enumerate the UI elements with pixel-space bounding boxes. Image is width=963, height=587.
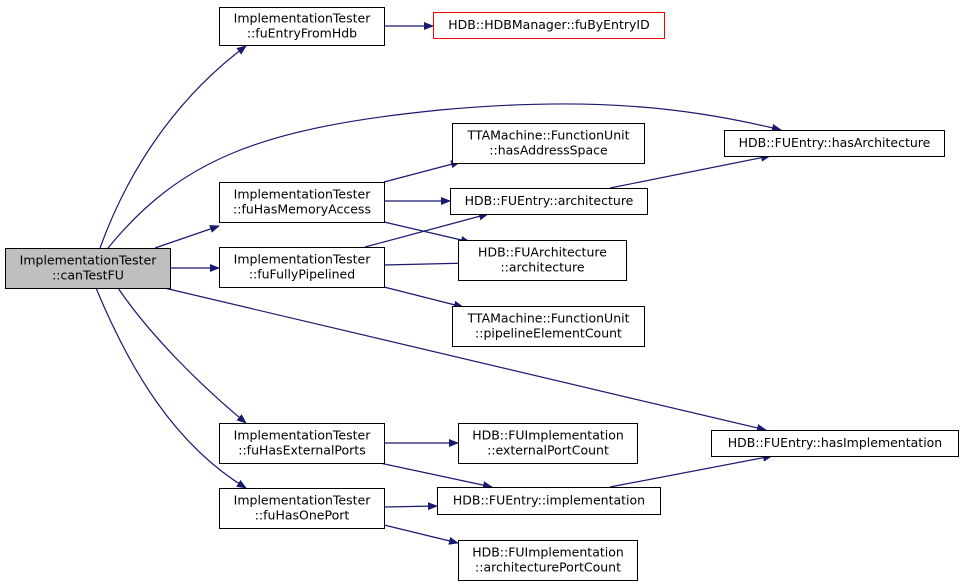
node-box xyxy=(452,306,645,347)
edge-fuHasOnePort-to-implementation xyxy=(383,502,438,511)
node-label-line: ::fuHasOnePort xyxy=(255,508,350,523)
edge-canTestFU-to-hasArchitecture xyxy=(107,103,782,249)
node-externalPortCount[interactable]: HDB::FUImplementation::externalPortCount xyxy=(458,423,638,464)
node-box xyxy=(219,423,385,464)
node-fuHasOnePort[interactable]: ImplementationTester::fuHasOnePort xyxy=(219,488,385,529)
edge-fuHasOnePort-to-architecturePortCount xyxy=(383,524,459,545)
edge-canTestFU-to-fuHasExternalPorts xyxy=(117,287,247,424)
node-label-line: ::hasAddressSpace xyxy=(489,143,608,158)
node-label-line: HDB::FUEntry::hasImplementation xyxy=(728,435,942,450)
node-box xyxy=(5,248,171,289)
node-box xyxy=(219,7,385,46)
node-label-line: TTAMachine::FunctionUnit xyxy=(467,311,630,326)
node-fuEntryFromHdb[interactable]: ImplementationTester::fuEntryFromHdb xyxy=(219,7,385,46)
edge-canTestFU-to-fuEntryFromHdb xyxy=(99,45,247,249)
node-entryArchitecture[interactable]: HDB::FUEntry::architecture xyxy=(450,188,648,215)
node-label-line: HDB::FUEntry::architecture xyxy=(465,193,634,208)
node-label-line: ImplementationTester xyxy=(234,252,372,267)
node-box xyxy=(452,123,645,164)
node-box xyxy=(437,487,661,515)
node-label-line: HDB::HDBManager::fuByEntryID xyxy=(448,17,649,32)
node-label-line: ::fuHasMemoryAccess xyxy=(233,202,371,217)
node-label-line: ::fuHasExternalPorts xyxy=(238,443,365,458)
node-label-line: HDB::FUArchitecture xyxy=(478,245,607,260)
edge-fuFullyPipelined-to-pipelineElementCount xyxy=(383,286,464,309)
node-label-line: ImplementationTester xyxy=(234,187,372,202)
node-box xyxy=(458,540,638,581)
edge-canTestFU-to-fuHasMemoryAccess xyxy=(154,225,220,249)
node-label-line: ::architecturePortCount xyxy=(475,560,621,575)
edge-fuHasExternalPorts-to-implementation xyxy=(379,462,493,490)
node-box xyxy=(458,423,638,464)
node-label-line: HDB::FUImplementation xyxy=(472,428,624,443)
node-box xyxy=(450,188,648,215)
nodes-layer: ImplementationTester::canTestFUImplement… xyxy=(5,7,959,581)
node-label-line: ::pipelineElementCount xyxy=(475,326,622,341)
node-fuFullyPipelined[interactable]: ImplementationTester::fuFullyPipelined xyxy=(219,247,385,288)
node-hasImplementation[interactable]: HDB::FUEntry::hasImplementation xyxy=(711,430,959,457)
node-box xyxy=(458,240,627,281)
edge-implementation-to-hasImplementation xyxy=(609,453,773,488)
edge-fuFullyPipelined-to-fuArchArchitecture xyxy=(383,259,471,268)
node-fuHasMemoryAccess[interactable]: ImplementationTester::fuHasMemoryAccess xyxy=(219,182,385,223)
node-label-line: ::canTestFU xyxy=(52,268,124,283)
node-label-line: ::fuFullyPipelined xyxy=(249,267,355,282)
node-label-line: ::architecture xyxy=(500,260,584,275)
node-architecturePortCount[interactable]: HDB::FUImplementation::architecturePortC… xyxy=(458,540,638,581)
node-label-line: TTAMachine::FunctionUnit xyxy=(467,128,630,143)
node-label-line: ImplementationTester xyxy=(20,253,158,268)
node-hasAddressSpace[interactable]: TTAMachine::FunctionUnit::hasAddressSpac… xyxy=(452,123,645,164)
node-label-line: ::externalPortCount xyxy=(487,443,609,458)
node-hasArchitecture[interactable]: HDB::FUEntry::hasArchitecture xyxy=(724,130,945,157)
node-fuArchArchitecture[interactable]: HDB::FUArchitecture::architecture xyxy=(458,240,627,281)
node-label-line: ::fuEntryFromHdb xyxy=(247,26,357,41)
node-canTestFU: ImplementationTester::canTestFU xyxy=(5,248,171,289)
edge-fuFullyPipelined-to-entryArchitecture xyxy=(364,212,489,248)
edge-entryArchitecture-to-hasArchitecture xyxy=(609,153,771,189)
node-box xyxy=(219,247,385,288)
node-label-line: HDB::FUEntry::hasArchitecture xyxy=(739,135,931,150)
node-box xyxy=(711,430,959,457)
edge-fuHasMemoryAccess-to-fuArchArchitecture xyxy=(383,221,471,244)
node-label-line: HDB::FUEntry::implementation xyxy=(453,493,645,508)
node-box xyxy=(433,12,665,39)
edge-canTestFU-to-fuHasOnePort xyxy=(95,287,247,489)
node-fuHasExternalPorts[interactable]: ImplementationTester::fuHasExternalPorts xyxy=(219,423,385,464)
node-label-line: ImplementationTester xyxy=(234,428,372,443)
edge-fuHasMemoryAccess-to-hasAddressSpace xyxy=(383,160,461,183)
node-label-line: HDB::FUImplementation xyxy=(472,545,624,560)
node-label-line: ImplementationTester xyxy=(234,493,372,508)
node-box xyxy=(219,488,385,529)
node-fuByEntryID[interactable]: HDB::HDBManager::fuByEntryID xyxy=(433,12,665,39)
edge-canTestFU-to-hasImplementation xyxy=(159,286,767,432)
node-implementation[interactable]: HDB::FUEntry::implementation xyxy=(437,487,661,515)
node-box xyxy=(219,182,385,223)
edges-layer xyxy=(95,22,782,545)
node-label-line: ImplementationTester xyxy=(234,11,372,26)
node-pipelineElementCount[interactable]: TTAMachine::FunctionUnit::pipelineElemen… xyxy=(452,306,645,347)
node-box xyxy=(724,130,945,157)
